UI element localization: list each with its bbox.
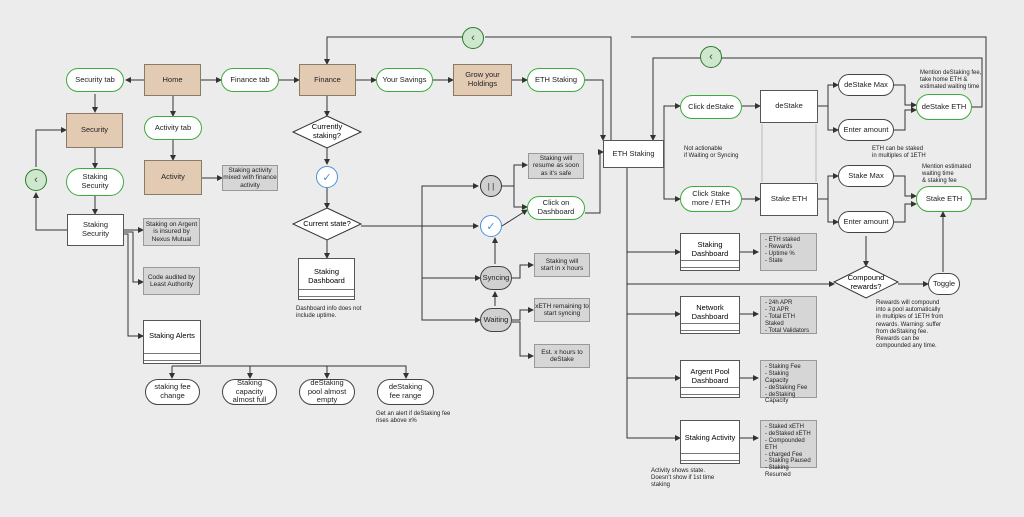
currently-staking-label: Currently staking? — [311, 122, 343, 140]
staking-activity[interactable]: Staking Activity — [680, 420, 740, 464]
note-network-list: - 24h APR - 7d APR - Total ETH Staked - … — [760, 296, 817, 334]
pause-icon: | | — [480, 175, 502, 197]
note-resume-safe: Staking will resume as soon as it's safe — [528, 153, 584, 179]
check-icon: ✓ — [480, 215, 502, 237]
destake[interactable]: deStake — [760, 90, 818, 123]
back-chevron-icon[interactable]: ‹ — [462, 27, 484, 49]
annotation-activity-state: Activity shows state. Doesn't show if 1s… — [651, 468, 715, 489]
home[interactable]: Home — [144, 64, 201, 96]
compound-rewards-label: Compound rewards? — [847, 273, 885, 291]
argent-pool-dashboard[interactable]: Argent Pool Dashboard — [680, 360, 740, 398]
note-insured: Staking on Argent is insured by Nexus Mu… — [143, 218, 200, 246]
eth-staking-pill[interactable]: ETH Staking — [527, 68, 585, 92]
destake-eth[interactable]: deStake ETH — [916, 94, 972, 120]
annotation-dashboard-uptime: Dashboard info does not include uptime. — [296, 306, 362, 320]
note-xeth-remaining: xETH remaining to start syncing — [534, 298, 590, 322]
network-dashboard[interactable]: Network Dashboard — [680, 296, 740, 334]
security-tab[interactable]: Security tab — [66, 68, 124, 92]
finance-tab[interactable]: Finance tab — [221, 68, 279, 92]
back-chevron-icon[interactable]: ‹ — [25, 169, 47, 191]
finance[interactable]: Finance — [299, 64, 356, 96]
current-state-label: Current state? — [303, 218, 351, 228]
toggle[interactable]: Toggle — [928, 273, 960, 295]
grow-your-holdings[interactable]: Grow your Holdings — [453, 64, 512, 96]
alert-staking-fee-change[interactable]: staking fee change — [145, 379, 200, 405]
note-est-hours: Est. x hours to deStake — [534, 344, 590, 368]
alert-destaking-pool[interactable]: deStaking pool almost empty — [299, 378, 355, 405]
note-start-hours: Staking will start in x hours — [534, 253, 590, 277]
enter-amount-destake[interactable]: Enter amount — [838, 119, 894, 141]
check-icon: ✓ — [316, 166, 338, 188]
staking-dashboard-left[interactable]: Staking Dashboard — [298, 258, 355, 300]
stake-max[interactable]: Stake Max — [838, 165, 894, 187]
alert-staking-capacity[interactable]: Staking capacity almost full — [222, 378, 277, 405]
stake-eth-pill[interactable]: Stake ETH — [916, 186, 972, 212]
staking-security-pill[interactable]: Staking Security — [66, 168, 124, 196]
alert-destaking-fee[interactable]: deStaking fee range — [377, 379, 434, 405]
note-activity-list: - Staked xETH - deStaked xETH - Compound… — [760, 420, 817, 478]
note-audited: Code audited by Least Authority — [143, 267, 200, 295]
state-waiting: Waiting — [480, 308, 512, 332]
click-stake-more[interactable]: Click Stake more / ETH — [680, 186, 742, 212]
annotation-eth-multiples: ETH can be staked in multiples of 1ETH — [872, 146, 926, 160]
annotation-destake-mention: Mention deStaking fee, take home ETH & e… — [920, 70, 982, 91]
activity-tab[interactable]: Activity tab — [144, 116, 202, 140]
annotation-alert-fee: Get an alert if deStaking fee rises abov… — [376, 411, 451, 425]
security[interactable]: Security — [66, 113, 123, 148]
state-syncing: Syncing — [480, 266, 512, 290]
annotation-stake-mention: Mention estimated waiting time & staking… — [922, 164, 972, 185]
staking-alerts[interactable]: Staking Alerts — [143, 320, 201, 364]
click-destake[interactable]: Click deStake — [680, 95, 742, 119]
note-pool-list: - Staking Fee - Staking Capacity - deSta… — [760, 360, 817, 404]
click-on-dashboard[interactable]: Click on Dashboard — [527, 196, 585, 220]
note-activity-mixed: Staking activity mixed with finance acti… — [222, 165, 278, 191]
note-dashboard-list: - ETH staked - Rewards - Uptime % - Stat… — [760, 233, 817, 271]
decision-compound-rewards — [832, 265, 900, 299]
staking-security[interactable]: Staking Security — [67, 214, 124, 246]
activity[interactable]: Activity — [144, 160, 202, 195]
eth-staking-main[interactable]: ETH Staking — [603, 140, 664, 168]
annotation-not-actionable: Not actionable if Waiting or Syncing — [684, 146, 739, 160]
destake-max[interactable]: deStake Max — [838, 74, 894, 96]
back-chevron-icon[interactable]: ‹ — [700, 46, 722, 68]
decision-currently-staking — [291, 115, 363, 149]
staking-dashboard-right[interactable]: Staking Dashboard — [680, 233, 740, 271]
stake-eth[interactable]: Stake ETH — [760, 183, 818, 216]
decision-current-state — [291, 207, 363, 241]
annotation-compound-note: Rewards will compound into a pool automa… — [876, 300, 944, 350]
enter-amount-stake[interactable]: Enter amount — [838, 211, 894, 233]
your-savings[interactable]: Your Savings — [376, 68, 433, 92]
